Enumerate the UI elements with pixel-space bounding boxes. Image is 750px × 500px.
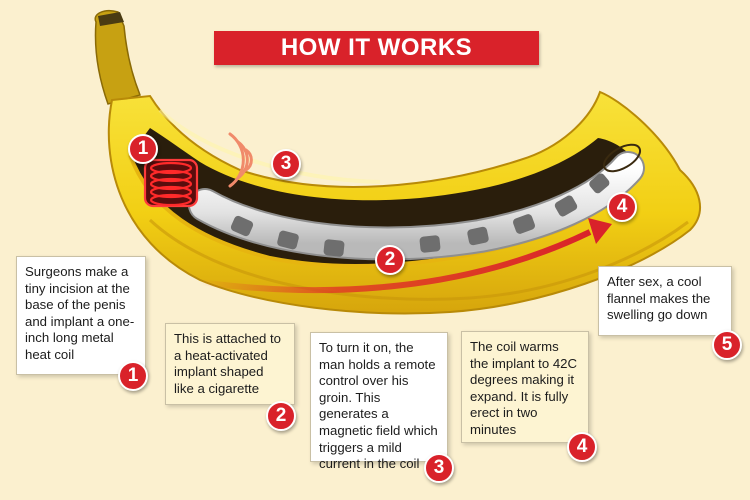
step-text-3: To turn it on, the man holds a remote co… [319,340,438,472]
step-badge-4: 4 [567,432,597,462]
arrow-head [588,218,612,244]
heat-coil [143,158,199,208]
diagram-badge-implant: 2 [375,245,405,275]
step-text-1: Surgeons make a tiny incision at the bas… [25,264,135,362]
step-text-2: This is attached to a heat-activated imp… [174,331,282,396]
diagram-badge-erect: 4 [607,192,637,222]
step-box-5: After sex, a cool flannel makes the swel… [598,266,732,336]
title-banner: HOW IT WORKS [214,31,539,65]
magnetic-waves [228,132,253,188]
step-badge-1: 1 [118,361,148,391]
step-text-5: After sex, a cool flannel makes the swel… [607,274,711,323]
step-badge-5: 5 [712,330,742,360]
banana-stem [94,10,142,105]
expansion-arrow [199,229,592,294]
step-box-4: The coil warms the implant to 42C degree… [461,331,589,443]
step-badge-3: 3 [424,453,454,483]
step-box-2: This is attached to a heat-activated imp… [165,323,295,405]
step-box-1: Surgeons make a tiny incision at the bas… [16,256,146,375]
diagram-badge-remote: 3 [271,149,301,179]
implant-segments [230,173,610,257]
diagram-badge-coil: 1 [128,134,158,164]
step-text-4: The coil warms the implant to 42C degree… [470,339,578,437]
step-box-3: To turn it on, the man holds a remote co… [310,332,448,471]
step-badge-2: 2 [266,401,296,431]
